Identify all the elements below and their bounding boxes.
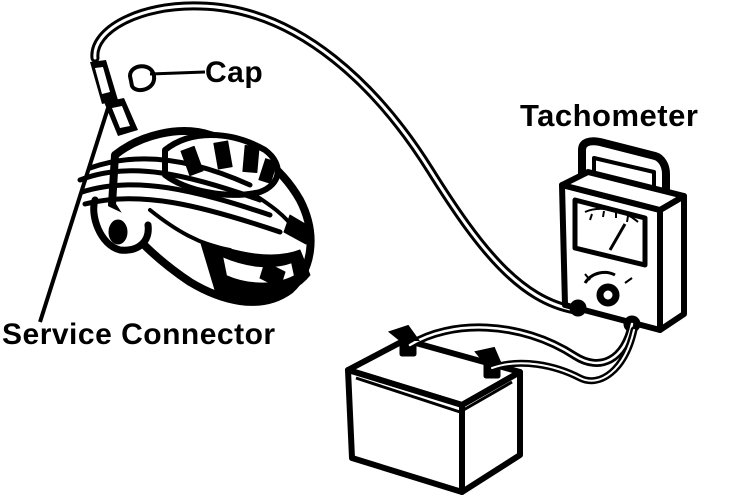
label-service-connector: Service Connector bbox=[2, 318, 276, 351]
distributor-assembly bbox=[77, 127, 315, 306]
label-cap: Cap bbox=[205, 56, 264, 89]
service-connector-plug bbox=[90, 60, 138, 136]
tachometer-lead-wire bbox=[90, 1, 580, 315]
cap-icon bbox=[127, 64, 206, 93]
battery-leads bbox=[387, 320, 638, 385]
label-tachometer: Tachometer bbox=[520, 98, 699, 133]
tachometer-device bbox=[559, 137, 687, 333]
service-connector-leader bbox=[38, 107, 110, 323]
